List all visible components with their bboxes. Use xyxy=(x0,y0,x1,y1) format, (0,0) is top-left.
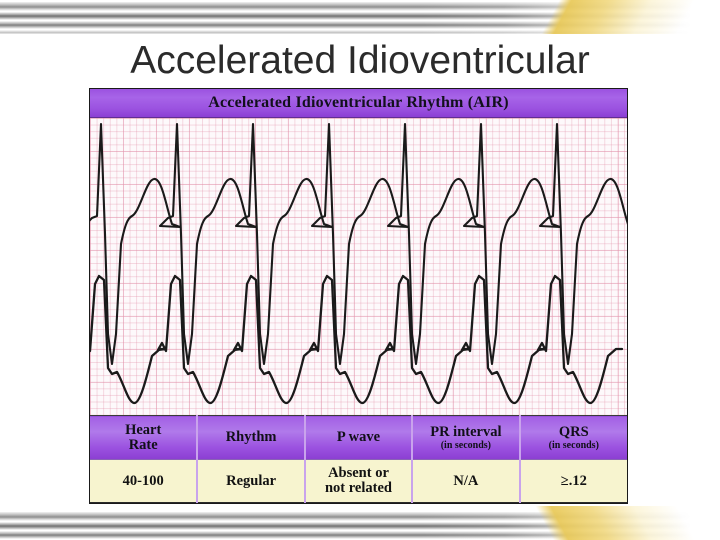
ecg-panel: Accelerated Idioventricular Rhythm (AIR)… xyxy=(89,88,628,504)
ecg-panel-header-label: Accelerated Idioventricular Rhythm (AIR) xyxy=(208,94,509,111)
cell-line-1: ≥.12 xyxy=(560,472,587,489)
bottom-border-gold-accent xyxy=(430,506,720,540)
ecg-waveform-chart xyxy=(90,122,627,405)
slide-bottom-border xyxy=(0,506,720,540)
table-header-qrs: QRS (in seconds) xyxy=(518,415,627,460)
header-sub: (in seconds) xyxy=(548,439,599,451)
header-line-2: Rate xyxy=(128,436,158,453)
table-row: 40-100 Regular Absent or not related N/A… xyxy=(90,459,627,503)
page-title: Accelerated Idioventricular xyxy=(130,39,590,82)
table-header-p-wave: P wave xyxy=(303,415,414,460)
table-cell-pr-interval: N/A xyxy=(411,459,521,503)
header-line-1: Heart xyxy=(125,421,162,438)
table-header-row: Heart Rate Rhythm P wave PR interval (in… xyxy=(90,415,627,460)
ecg-parameter-table: Heart Rate Rhythm P wave PR interval (in… xyxy=(90,415,627,503)
table-header-rhythm: Rhythm xyxy=(196,415,306,460)
cell-line-1: Absent or xyxy=(328,465,389,481)
ecg-trace-top xyxy=(90,122,627,366)
header-line-1: QRS xyxy=(558,423,589,440)
cell-line-1: Regular xyxy=(226,472,277,489)
header-sub: (in seconds) xyxy=(440,439,492,451)
table-cell-qrs: ≥.12 xyxy=(518,459,627,503)
cell-line-1: 40-100 xyxy=(122,472,164,489)
cell-line-2: not related xyxy=(324,480,392,496)
header-line-1: PR interval xyxy=(430,423,502,440)
table-cell-p-wave: Absent or not related xyxy=(303,459,414,503)
table-header-heart-rate: Heart Rate xyxy=(90,415,199,460)
header-line-1: Rhythm xyxy=(225,429,277,445)
table-cell-rhythm: Regular xyxy=(196,459,306,503)
top-border-gold-accent xyxy=(430,0,720,34)
header-line-1: P wave xyxy=(336,429,381,445)
ecg-panel-header: Accelerated Idioventricular Rhythm (AIR) xyxy=(90,89,627,118)
slide-top-border xyxy=(0,0,720,34)
cell-line-1: N/A xyxy=(453,472,479,489)
table-header-pr-interval: PR interval (in seconds) xyxy=(411,415,521,460)
ecg-trace-bottom xyxy=(90,274,624,405)
table-cell-heart-rate: 40-100 xyxy=(90,459,199,503)
ecg-strip-area xyxy=(90,118,627,417)
